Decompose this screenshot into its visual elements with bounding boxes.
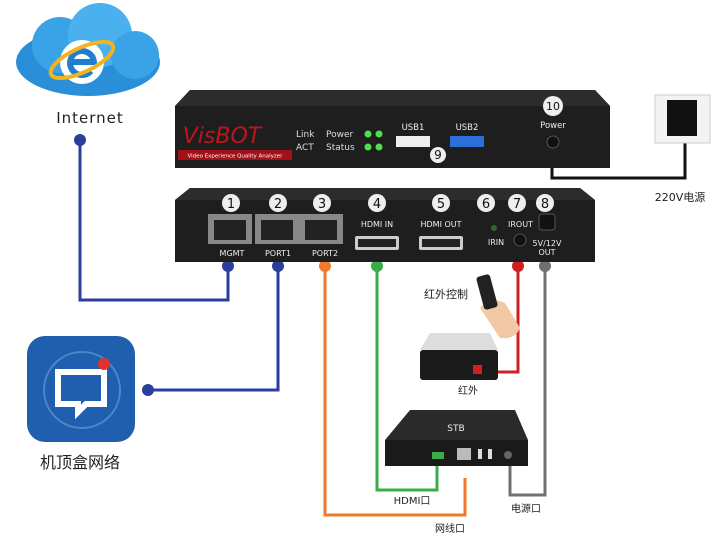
stb-network-app-icon [27, 336, 135, 442]
led-icon [375, 143, 383, 151]
internet-label: Internet [56, 109, 124, 127]
cable-hdmi [375, 266, 439, 492]
num-badge-bg [222, 194, 240, 212]
led-label-act: ACT [296, 143, 314, 153]
connector-dot [74, 134, 86, 146]
front-panel: VisBOT Video Experience Quality Analyzer… [175, 90, 610, 168]
connector-dot [512, 260, 524, 272]
stb-label: STB [447, 424, 464, 434]
app-label: 机顶盒网络 [40, 453, 120, 472]
ir-box-label: 红外 [458, 384, 478, 397]
led-icon [364, 143, 372, 151]
port-label: 5V/12V [533, 239, 562, 248]
power-out-jack [538, 213, 556, 231]
usb1-label: USB1 [402, 123, 425, 133]
hdmi-socket [358, 239, 396, 247]
stb-power-label: 电源口 [511, 502, 541, 515]
power-jack [546, 135, 560, 149]
connector-dot [222, 260, 234, 272]
cable-port1-app [148, 266, 280, 392]
remote-control-hand-icon [476, 274, 520, 339]
num-badge-bg [477, 194, 495, 212]
port-number: 3 [318, 197, 326, 212]
power-source-label: 220V电源 [655, 190, 706, 204]
rj45-socket [214, 220, 246, 240]
ir-receiver-box-icon [420, 333, 498, 380]
wall-outlet-icon [654, 94, 711, 144]
num-badge-bg [368, 194, 386, 212]
irin-sensor [491, 225, 497, 231]
port-label: PORT2 [312, 249, 338, 258]
port-label: MGMT [220, 249, 245, 258]
port-label: HDMI IN [361, 220, 393, 229]
usb1-port [396, 136, 430, 147]
led-icon [375, 130, 383, 138]
led-label-status: Status [326, 143, 355, 153]
port-number: 1 [227, 197, 235, 212]
port-label: IROUT [508, 220, 533, 229]
port-number: 7 [513, 197, 521, 212]
connector-dot [272, 260, 284, 272]
num-badge-bg [313, 194, 331, 212]
stb-hdmi-label: HDMI口 [394, 496, 431, 507]
led-label-link: Link [296, 130, 315, 140]
connector-dot [539, 260, 551, 272]
internet-cloud-icon [16, 3, 160, 96]
irout-jack [513, 233, 527, 247]
brand-tagline: Video Experience Quality Analyzer [188, 154, 284, 160]
cable-mgmt-internet [78, 140, 230, 302]
connector-dot [319, 260, 331, 272]
num-badge-bg [269, 194, 287, 212]
port-number: 5 [437, 197, 445, 212]
usb2-port [450, 136, 484, 147]
num-badge-bg [432, 194, 450, 212]
connector-dot [142, 384, 154, 396]
num-badge: 10 [546, 100, 560, 113]
port-number: 8 [541, 197, 549, 212]
connector-dot [371, 260, 383, 272]
power-label: Power [540, 121, 566, 131]
port-label: HDMI OUT [420, 220, 461, 229]
num-badge: 9 [434, 148, 442, 162]
port-label: OUT [538, 248, 555, 257]
cable-port2-lan [323, 266, 467, 517]
rj45-socket [305, 220, 337, 240]
led-label-power: Power [326, 130, 354, 140]
port-number: 6 [482, 197, 490, 212]
cable-power-out [508, 266, 547, 497]
brand-logo: VisBOT [183, 124, 263, 149]
port-label: IRIN [488, 238, 504, 247]
port-number: 2 [274, 197, 282, 212]
hdmi-socket [422, 239, 460, 247]
num-badge-bg [536, 194, 554, 212]
num-badge-bg [508, 194, 526, 212]
port-label: PORT1 [265, 249, 291, 258]
usb2-label: USB2 [456, 123, 479, 133]
rj45-socket [261, 220, 293, 240]
led-icon [364, 130, 372, 138]
ir-control-label: 红外控制 [424, 287, 468, 301]
set-top-box-icon [385, 410, 528, 466]
stb-lan-label: 网线口 [435, 522, 465, 535]
port-number: 4 [373, 197, 381, 212]
